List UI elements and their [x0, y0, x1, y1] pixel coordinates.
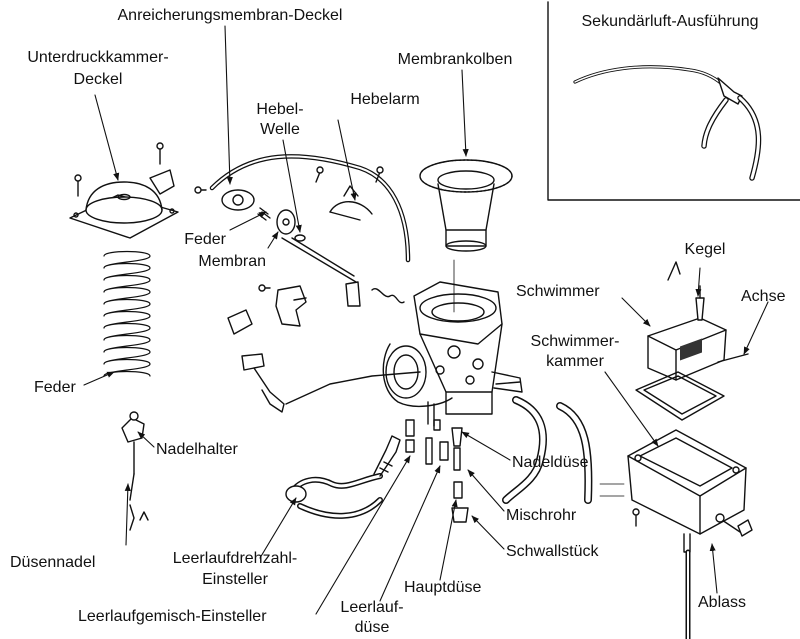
- label-schwimmerkammer-2: kammer: [546, 353, 604, 370]
- secondary-air-inset: [547, 1, 800, 201]
- carburetor-body: [382, 281, 523, 427]
- membrane-piston: [419, 159, 513, 252]
- label-schwimmerkammer-1: Schwimmer-: [530, 333, 620, 350]
- label-leerlaufgemisch-einsteller: Leerlaufgemisch-Einsteller: [78, 608, 267, 625]
- drain-hoses: [502, 396, 593, 504]
- label-hebel-welle-1: Hebel-: [256, 101, 304, 118]
- label-nadelhalter: Nadelhalter: [156, 441, 238, 458]
- lever-arm: [329, 185, 373, 221]
- label-leerlaufdrehzahl-einsteller-1: Leerlaufdrehzahl-: [172, 550, 298, 567]
- label-feder-left: Feder: [34, 379, 76, 396]
- label-schwimmer: Schwimmer: [516, 283, 600, 300]
- label-leerlaufduese-2: düse: [354, 619, 390, 636]
- label-nadelduese: Nadeldüse: [512, 454, 589, 471]
- jets-column: [405, 419, 469, 523]
- label-unterdruckkammer-deckel-1: Unterdruckkammer-: [27, 49, 169, 66]
- label-hauptduese: Hauptdüse: [404, 579, 482, 596]
- label-achse: Achse: [741, 288, 786, 305]
- throttle-bracket: [227, 281, 421, 413]
- jet-needle-assembly: [121, 411, 149, 531]
- label-leerlaufdrehzahl-einsteller-2: Einsteller: [202, 571, 268, 588]
- vacuum-chamber-cover: [69, 142, 179, 239]
- float: [647, 261, 749, 381]
- label-mischrohr: Mischrohr: [506, 507, 577, 524]
- label-sekundaerluft-ausfuehrung: Sekundärluft-Ausführung: [581, 13, 759, 30]
- label-ablass: Ablass: [698, 594, 747, 611]
- label-feder-top: Feder: [184, 231, 226, 248]
- label-hebel-welle-2: Welle: [260, 121, 300, 138]
- label-anreicherungsmembran-deckel: Anreicherungsmembran-Deckel: [117, 7, 343, 24]
- vacuum-spring: [103, 250, 151, 377]
- idle-speed-adjuster: [285, 435, 401, 519]
- label-schwallstueck: Schwallstück: [506, 543, 599, 560]
- leader-arrows: [83, 25, 769, 615]
- label-membrankolben: Membrankolben: [397, 51, 513, 68]
- reference-lines: [453, 259, 625, 497]
- enrichment-parts: [194, 186, 357, 283]
- label-hebelarm: Hebelarm: [350, 91, 420, 108]
- throttle-cable-tube: [209, 154, 411, 263]
- label-unterdruckkammer-deckel-2: Deckel: [73, 71, 123, 88]
- label-kegel: Kegel: [684, 241, 726, 258]
- label-membran: Membran: [198, 253, 266, 270]
- label-leerlaufduese-1: Leerlauf-: [340, 599, 404, 616]
- float-bowl-gasket: [635, 371, 725, 421]
- label-duesennadel: Düsennadel: [10, 554, 96, 571]
